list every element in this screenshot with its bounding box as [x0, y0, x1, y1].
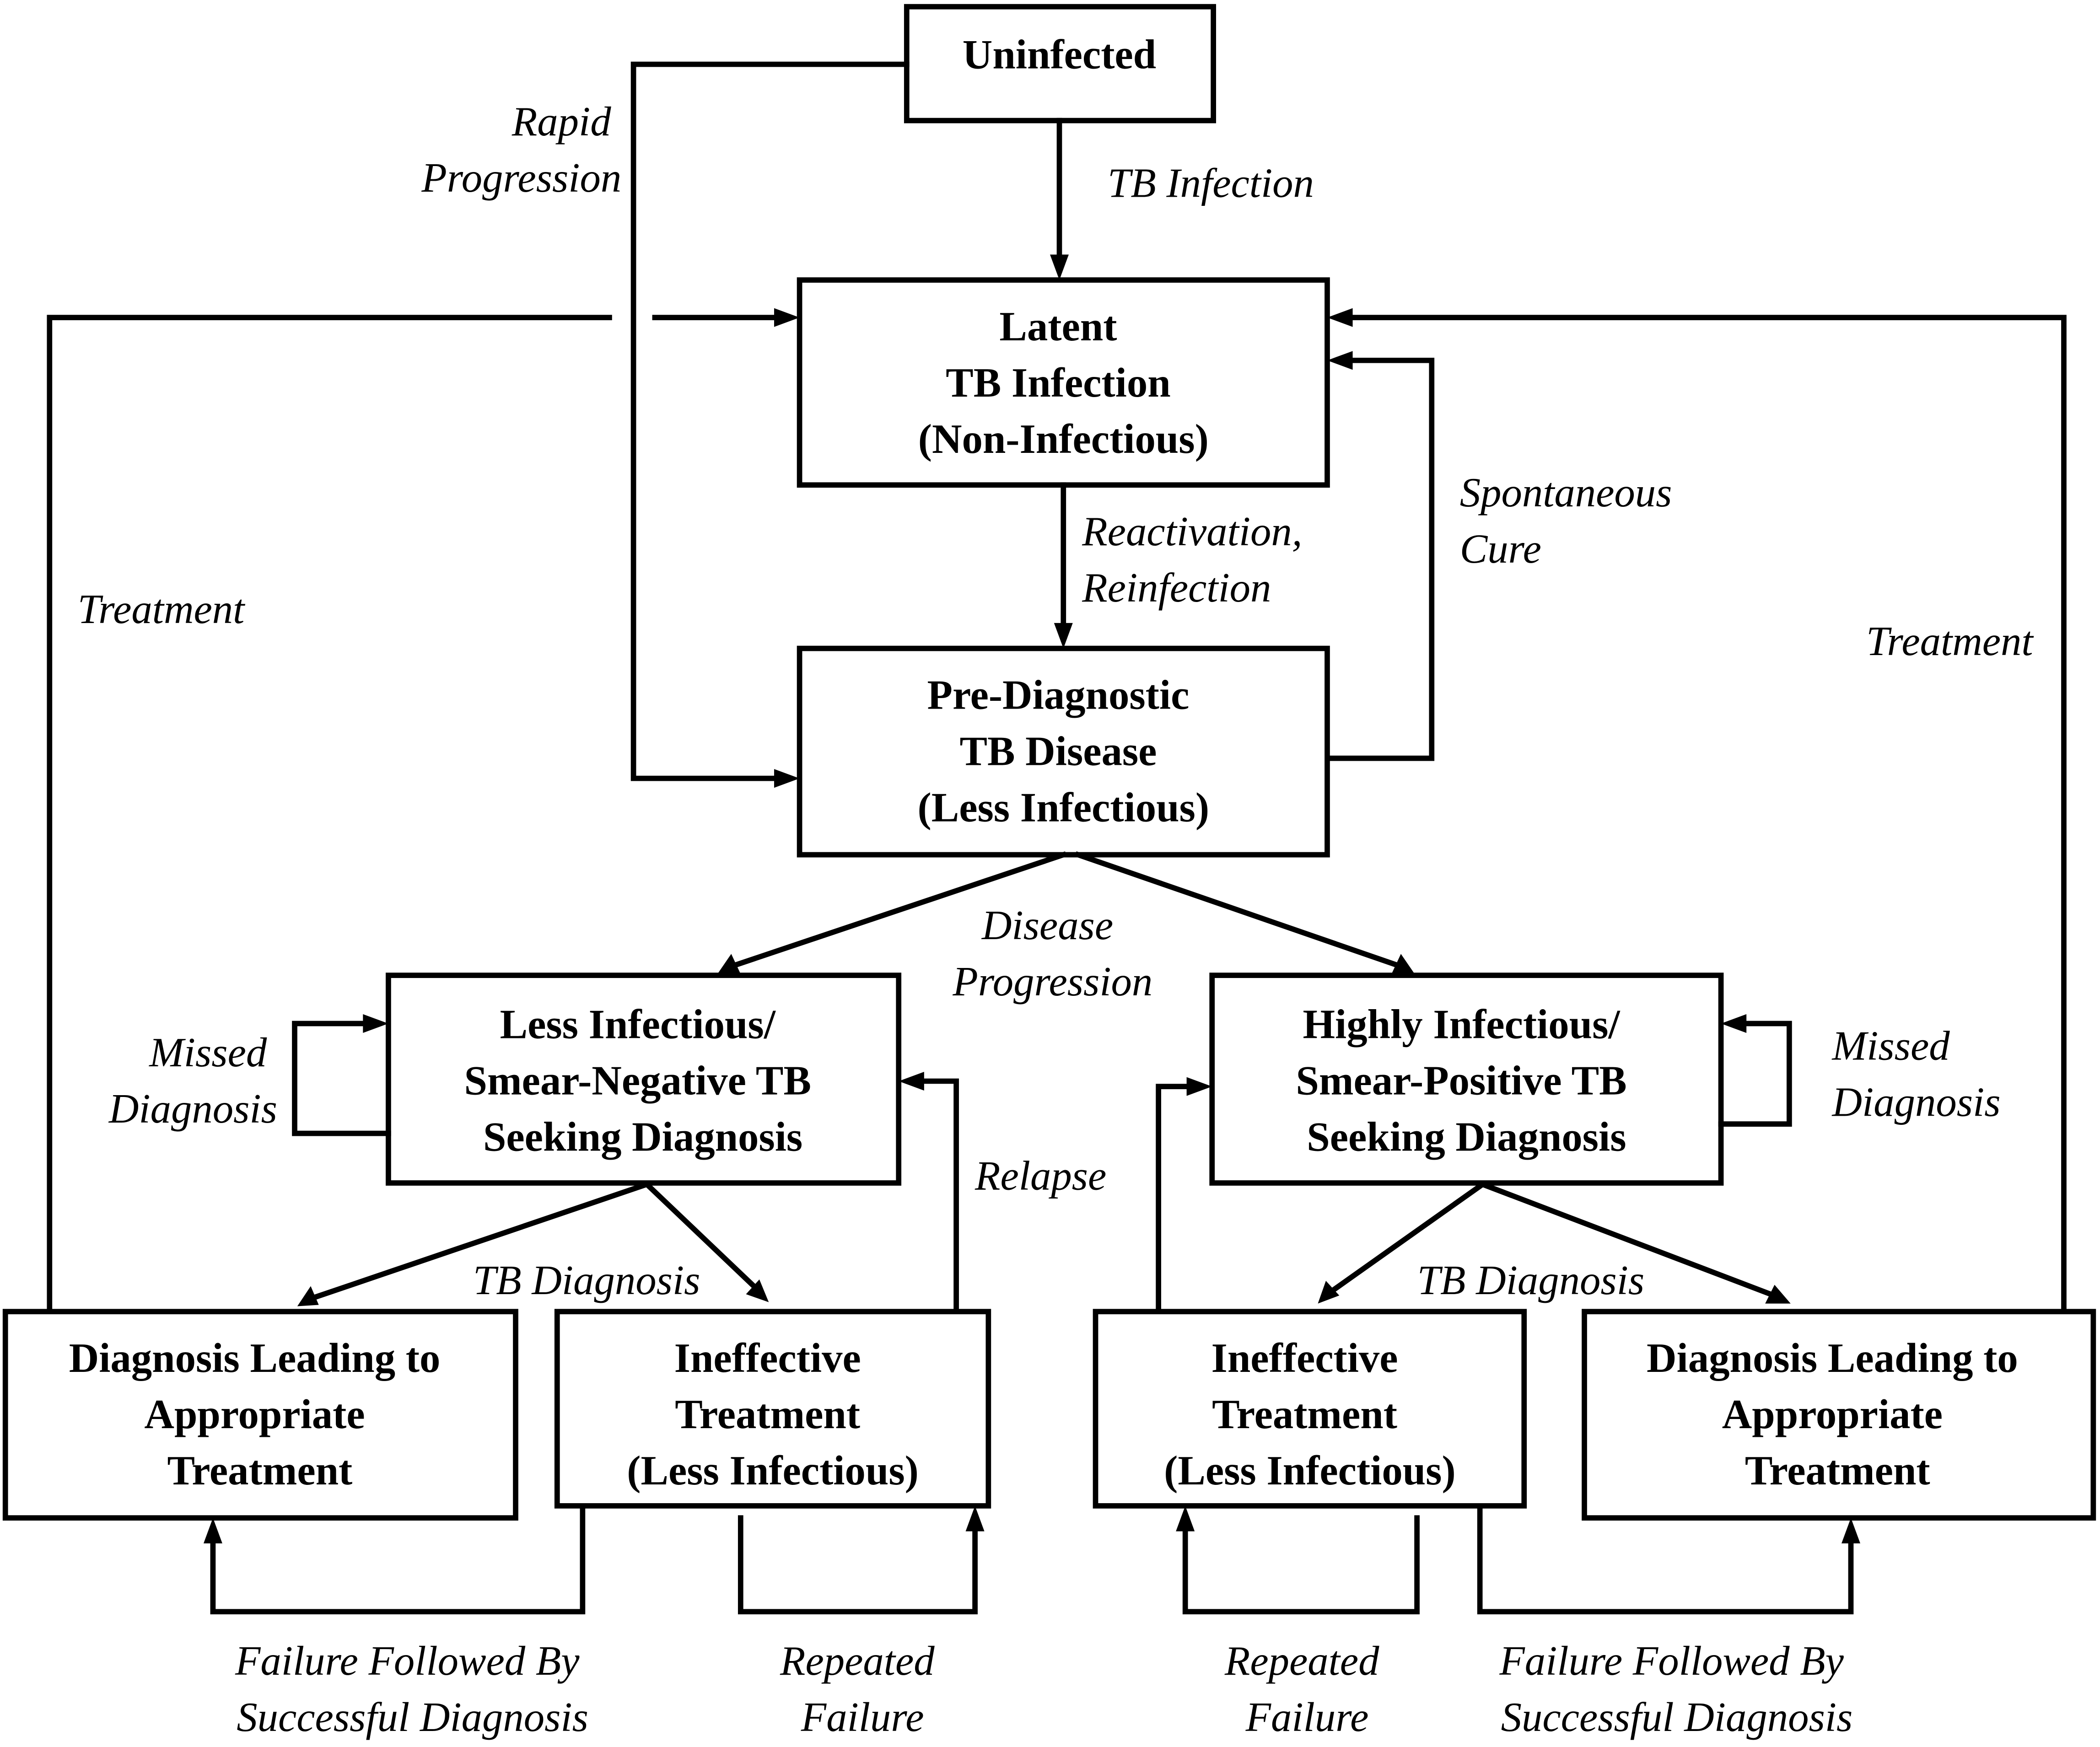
node-smear-positive: Highly Infectious/ Smear-Positive TB See…: [1209, 973, 1724, 1186]
arrowhead-icon: [1176, 1505, 1195, 1532]
node-label-line: Treatment: [1212, 1391, 1397, 1437]
node-pre-diagnostic-disease: Pre-Diagnostic TB Disease (Less Infectio…: [797, 645, 1330, 858]
node-label-line: Highly Infectious/: [1303, 1001, 1621, 1048]
node-appropriate-treatment-left: Diagnosis Leading to Appropriate Treatme…: [2, 1309, 518, 1521]
node-label-line: Smear-Positive TB: [1296, 1058, 1626, 1104]
node-appropriate-treatment-right: Diagnosis Leading to Appropriate Treatme…: [1582, 1309, 2096, 1521]
edge-repeated-failure-left: [738, 1505, 985, 1615]
svg-text:Ineffective Treatment: Ineffective Treatment (Less Infectious): [1164, 1335, 1456, 1494]
svg-text:Latent TB Infection: Latent TB Infection (Non-Infectious): [918, 303, 1209, 462]
node-uninfected: Uninfected: [904, 4, 1216, 124]
edge-reactivation: [1054, 482, 1073, 649]
edge-treatment-left: [47, 308, 800, 1315]
edge-rapid-progression: [630, 61, 910, 788]
node-label-line: (Less Infectious): [627, 1447, 919, 1494]
arrowhead-icon: [363, 1014, 388, 1033]
edge-treatment-right: [1327, 308, 2067, 1315]
svg-text:Diagnosis Leading to App: Diagnosis Leading to Appropriate Treatme…: [1647, 1335, 2028, 1494]
edge-progression-smear-positive: [1075, 851, 1416, 976]
node-label-line: Seeking Diagnosis: [1307, 1114, 1626, 1160]
node-label-line: Uninfected: [963, 31, 1156, 77]
node-label-line: (Less Infectious): [917, 784, 1209, 830]
node-label-line: Appropriate: [1722, 1391, 1943, 1437]
svg-text:Uninfected: Uninfected: [963, 31, 1156, 77]
edge-label-tb-infection: TB Infection: [1108, 160, 1314, 206]
node-label-line: Ineffective: [1212, 1335, 1398, 1381]
arrowhead-icon: [899, 1071, 924, 1091]
node-label-line: Treatment: [675, 1391, 860, 1437]
svg-text:Pre-Diagnostic TB Diseas: Pre-Diagnostic TB Disease (Less Infectio…: [917, 672, 1209, 830]
node-label-line: (Non-Infectious): [918, 416, 1209, 462]
arrowhead-icon: [1721, 1014, 1747, 1033]
edge-label-disease-progression: Disease Progression: [952, 902, 1152, 1005]
node-smear-negative: Less Infectious/ Smear-Negative TB Seeki…: [386, 973, 902, 1186]
node-label-line: (Less Infectious): [1164, 1447, 1456, 1494]
edge-label-rapid-progression: Rapid Progression: [421, 98, 621, 201]
svg-text:Diagnosis Leading to App: Diagnosis Leading to Appropriate Treatme…: [69, 1335, 451, 1494]
edge-label-treatment-right: Treatment: [1866, 618, 2034, 664]
edge-label-spontaneous-cure: Spontaneous Cure: [1460, 469, 1682, 572]
node-label-line: Diagnosis Leading to: [1647, 1335, 2018, 1381]
node-latent-infection: Latent TB Infection (Non-Infectious): [797, 277, 1330, 488]
edge-missed-diagnosis-left: [292, 1014, 391, 1136]
edge-label-repeated-failure-left: Repeated Failure: [780, 1638, 945, 1740]
node-ineffective-treatment-left: Ineffective Treatment (Less Infectious): [554, 1309, 991, 1509]
arrowhead-icon: [1391, 954, 1416, 976]
svg-text:Ineffective Treatment: Ineffective Treatment (Less Infectious): [627, 1335, 919, 1494]
edge-relapse: [899, 1071, 959, 1315]
arrowhead-icon: [1327, 351, 1353, 370]
arrowhead-icon: [1765, 1285, 1791, 1304]
edge-label-repeated-failure-right: Repeated Failure: [1224, 1638, 1389, 1740]
node-label-line: Smear-Negative TB: [464, 1058, 811, 1104]
arrowhead-icon: [1186, 1077, 1212, 1096]
arrowhead-icon: [297, 1286, 319, 1306]
edge-relapse-right: [1156, 1077, 1212, 1315]
edge-label-missed-diagnosis-left: Missed Diagnosis: [108, 1029, 277, 1132]
arrowhead-icon: [1050, 254, 1069, 280]
edge-tb-infection: [1050, 118, 1069, 280]
node-label-line: Diagnosis Leading to: [69, 1335, 441, 1381]
node-label-line: Less Infectious/: [500, 1001, 776, 1048]
node-label-line: Treatment: [1745, 1447, 1930, 1494]
arrowhead-icon: [1327, 308, 1353, 327]
node-label-line: Seeking Diagnosis: [483, 1114, 802, 1160]
arrowhead-icon: [774, 769, 800, 788]
svg-text:Less Infectious/ Smear-N: Less Infectious/ Smear-Negative TB Seeki…: [464, 1001, 822, 1160]
edge-tb-diagnosis-right: [1318, 1180, 1791, 1304]
edge-label-relapse: Relapse: [975, 1153, 1106, 1199]
edge-label-tb-diagnosis-left: TB Diagnosis: [473, 1257, 700, 1303]
edge-label-reactivation: Reactivation, Reinfection: [1082, 508, 1313, 611]
edge-missed-diagnosis-right: [1718, 1014, 1792, 1127]
node-label-line: TB Infection: [946, 360, 1170, 406]
arrowhead-icon: [746, 1279, 769, 1302]
edge-label-treatment-left: Treatment: [78, 586, 246, 632]
edge-failure-success-right: [1477, 1503, 1861, 1615]
arrowhead-icon: [203, 1518, 222, 1543]
node-label-line: Appropriate: [144, 1391, 365, 1437]
node-label-line: TB Disease: [959, 728, 1157, 774]
node-label-line: Treatment: [167, 1447, 353, 1494]
svg-text:Highly Infectious/ Smear: Highly Infectious/ Smear-Positive TB See…: [1296, 1001, 1637, 1160]
edge-progression-smear-negative: [716, 851, 1067, 976]
edge-label-failure-followed-right: Failure Followed By Successful Diagnosis: [1499, 1638, 1854, 1740]
edge-repeated-failure-right: [1176, 1505, 1420, 1615]
arrowhead-icon: [1054, 623, 1073, 649]
edge-spontaneous-cure: [1327, 351, 1435, 761]
edge-label-failure-followed-left: Failure Followed By Successful Diagnosis: [235, 1638, 590, 1740]
node-label-line: Ineffective: [674, 1335, 861, 1381]
edge-label-missed-diagnosis-right: Missed Diagnosis: [1831, 1023, 2001, 1125]
node-label-line: Latent: [999, 303, 1117, 349]
arrowhead-icon: [965, 1505, 985, 1532]
edge-tb-diagnosis-left: [297, 1180, 769, 1306]
arrowhead-icon: [774, 308, 800, 327]
node-ineffective-treatment-right: Ineffective Treatment (Less Infectious): [1093, 1309, 1527, 1509]
arrowhead-icon: [716, 954, 741, 976]
edge-label-tb-diagnosis-right: TB Diagnosis: [1417, 1257, 1645, 1303]
arrowhead-icon: [1318, 1280, 1340, 1304]
edge-failure-success-left: [203, 1503, 586, 1615]
node-label-line: Pre-Diagnostic: [927, 672, 1190, 718]
arrowhead-icon: [1842, 1518, 1861, 1543]
